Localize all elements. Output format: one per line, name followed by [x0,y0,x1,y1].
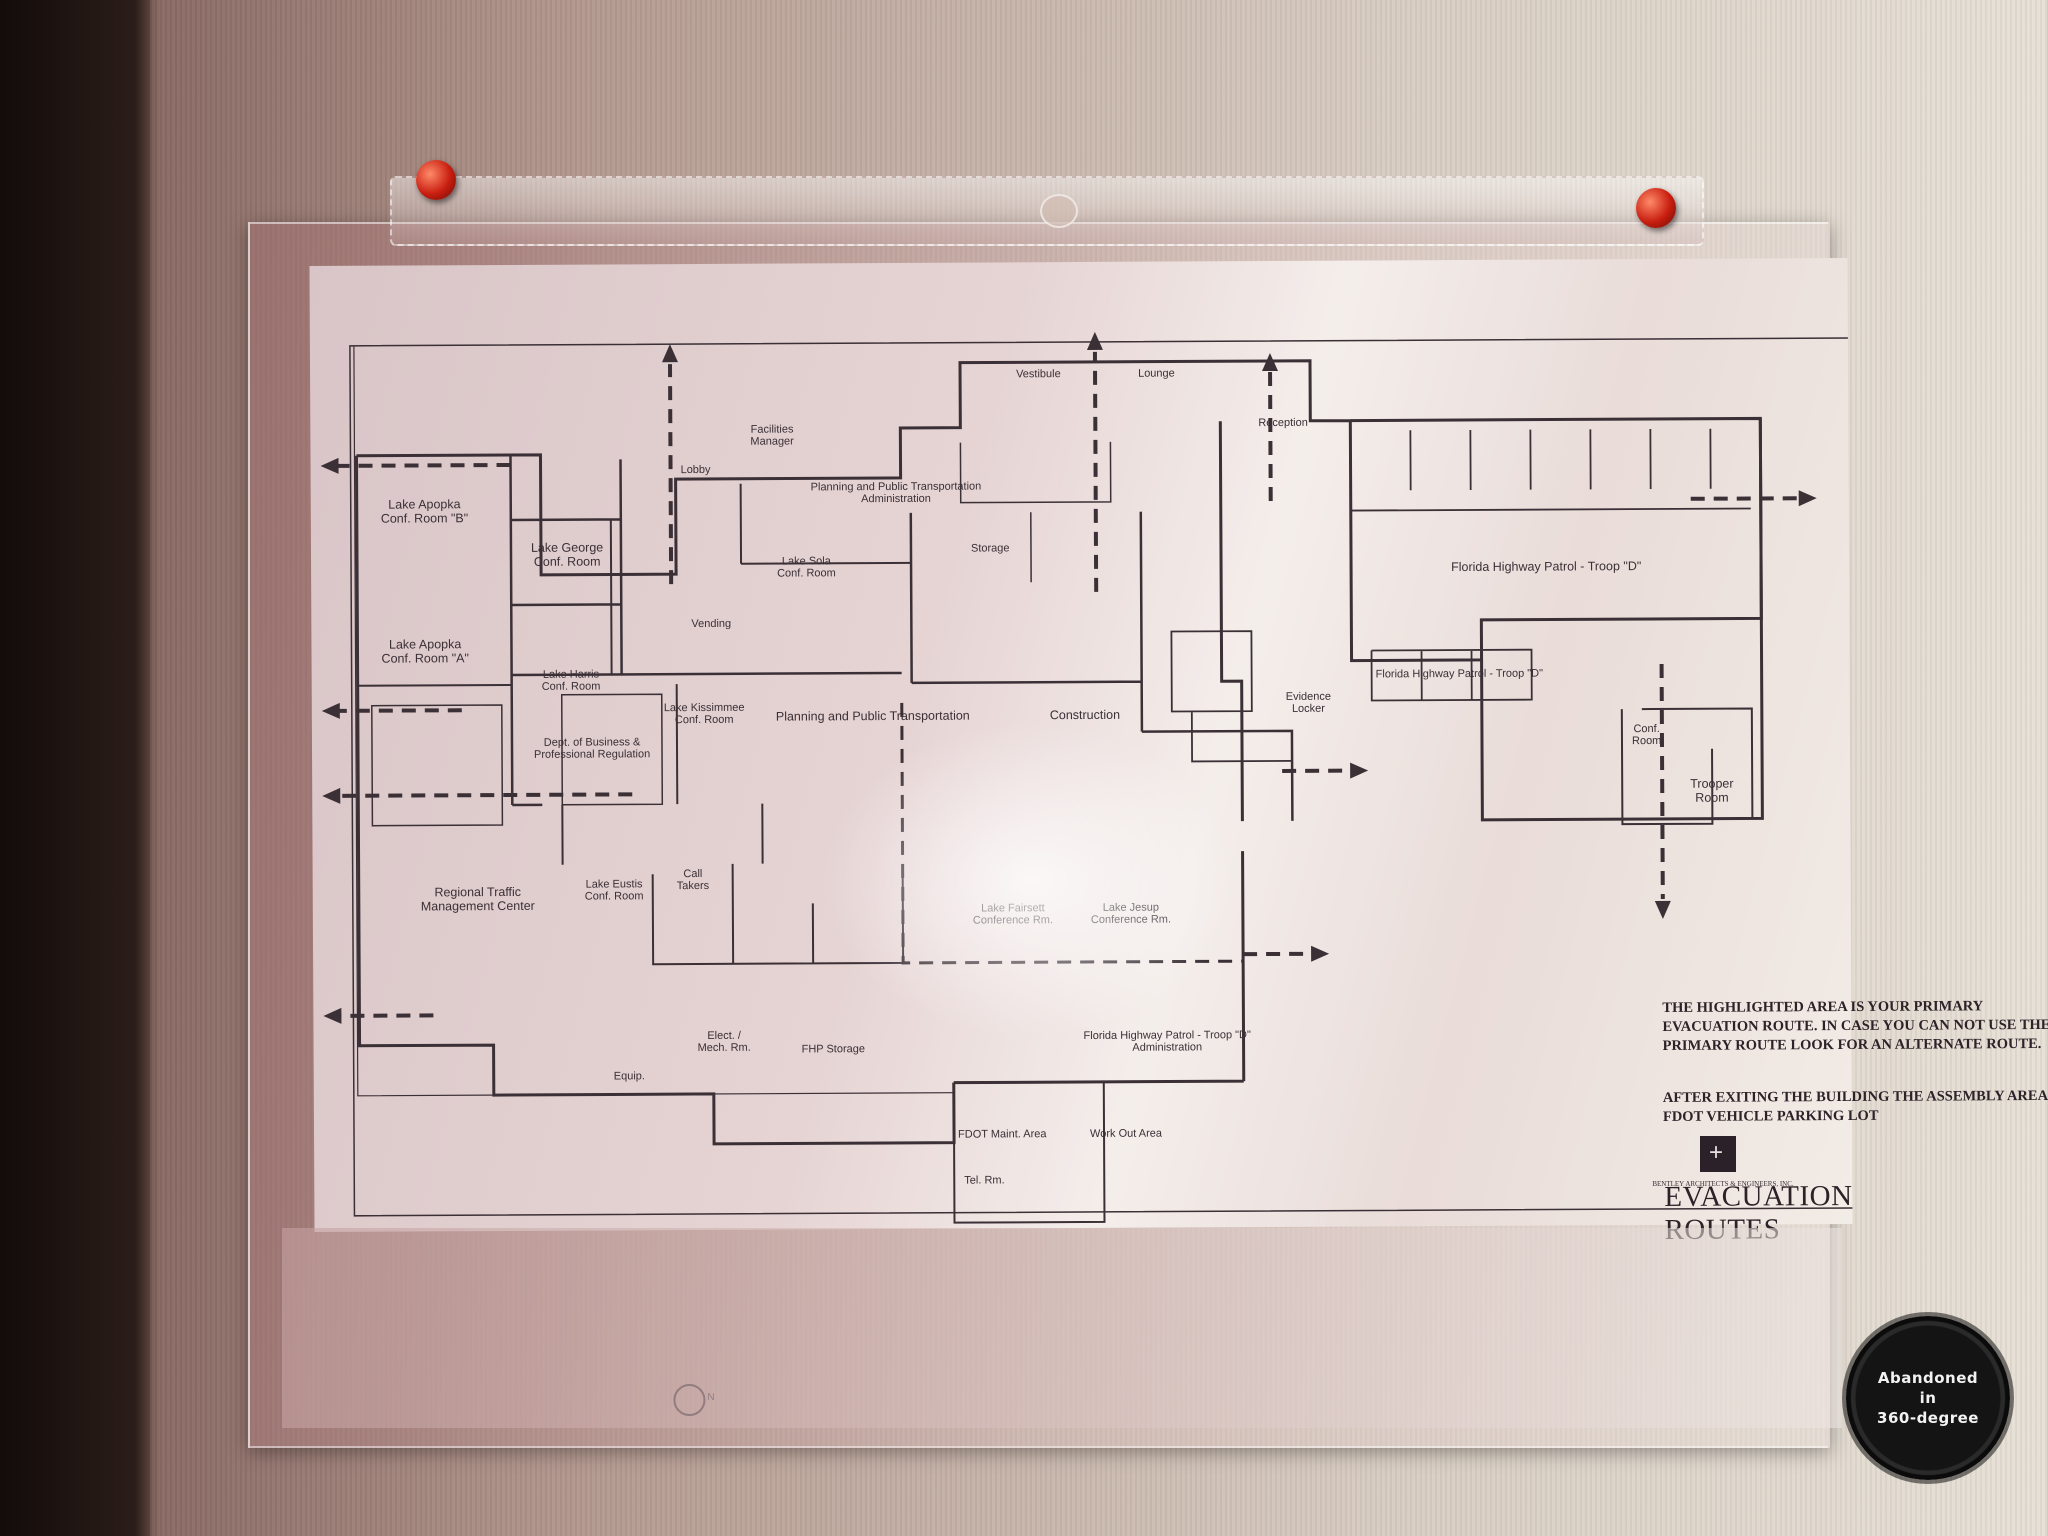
sheet-border [349,337,1853,1217]
architect-logo [1700,1136,1736,1172]
room-call-takers: Call Takers [676,867,710,893]
room-fhp-troop-d: Florida Highway Patrol - Troop "D" [1451,559,1642,575]
room-construction: Construction [1049,707,1121,723]
right-push-pin [1636,188,1676,228]
route-west-corridor [332,792,633,798]
room-equip: Equip. [613,1070,645,1083]
room-lobby: Lobby [680,463,711,477]
east-south-wall [953,851,1246,1085]
watermark-line-1: Abandoned [1877,1369,1979,1387]
room-planning-public-transport: Planning and Public Transportation [775,708,970,724]
room-reception: Reception [1258,416,1308,430]
assembly-area-note: AFTER EXITING THE BUILDING THE ASSEMBLY … [1662,1087,2048,1125]
room-evidence-locker: Evidence Locker [1285,690,1332,715]
room-lake-apopka-b: Lake Apopka Conf. Room "B" [380,497,469,526]
west-south-wall [354,455,956,1146]
floor-plan-drawing [320,331,1853,1224]
architect-firm-name: BENTLEY ARCHITECTS & ENGINEERS, INC. [1652,1180,1794,1188]
room-lake-eustis: Lake Eustis Conf. Room [584,878,644,903]
watermark-badge: Abandoned in 360-degree [1846,1316,2010,1480]
room-vestibule: Vestibule [1016,368,1061,381]
left-push-pin [416,160,456,200]
reception-wall [1218,421,1244,822]
north-wall [356,359,1763,663]
plan-frame [353,345,954,1097]
room-tel-rm: Tel. Rm. [964,1174,1005,1187]
room-lounge: Lounge [1138,367,1175,380]
room-facilities-manager: Facilities Manager [750,423,794,448]
room-planning-admin: Planning and Public Transportation Admin… [810,480,982,506]
room-lake-jesup: Lake Jesup Conference Rm. [1090,901,1172,926]
room-elect-mech: Elect. / Mech. Rm. [697,1029,751,1055]
sleeve-lower-area [282,1228,1842,1428]
room-lake-sola: Lake Sola Conf. Room [777,555,836,580]
annex-wall [952,1081,1106,1224]
binder-hole [1040,194,1078,228]
room-conf-room: Conf. Room [1631,722,1662,748]
route-north-reception [1268,370,1273,502]
route-north-lobby [668,364,674,585]
room-lake-apopka-a: Lake Apopka Conf. Room "A" [381,637,469,666]
primary-route-note: THE HIGHLIGHTED AREA IS YOUR PRIMARY EVA… [1662,998,2048,1054]
room-lake-george: Lake George Conf. Room [530,540,604,569]
dark-wall-edge [0,0,150,1536]
watermark-line-2: in [1919,1389,1937,1407]
room-dept-business: Dept. of Business & Professional Regulat… [534,736,651,761]
room-vending: Vending [691,617,732,631]
room-fdot-maint: FDOT Maint. Area [958,1128,1047,1141]
room-lake-fairsett: Lake Fairsett Conference Rm. [972,902,1054,927]
room-storage: Storage [970,542,1010,555]
room-trooper: Trooper Room [1690,776,1734,805]
route-south-troop [1659,663,1665,899]
room-regional-traffic: Regional Traffic Management Center [420,884,535,914]
watermark-line-3: 360-degree [1877,1409,1979,1427]
room-lake-kissimmee: Lake Kissimmee Conf. Room [663,701,745,727]
room-fhp-admin: Florida Highway Patrol - Troop "D" Admin… [1083,1029,1251,1054]
room-lake-harris: Lake Harris Conf. Room [541,668,601,693]
room-fhp-storage: FHP Storage [801,1043,866,1056]
room-work-out: Work Out Area [1090,1127,1163,1140]
room-fhp-troop-d-small: Florida Highway Patrol - Troop "D" [1375,667,1544,681]
route-east-troop [1690,496,1801,501]
route-west-top [330,462,511,468]
route-west-bottom [333,1013,434,1018]
route-north-vestibule [1092,351,1099,592]
evacuation-map-sheet: Vestibule Lounge Facilities Manager Lobb… [309,257,2048,1417]
route-arrowheads [320,331,1817,1024]
